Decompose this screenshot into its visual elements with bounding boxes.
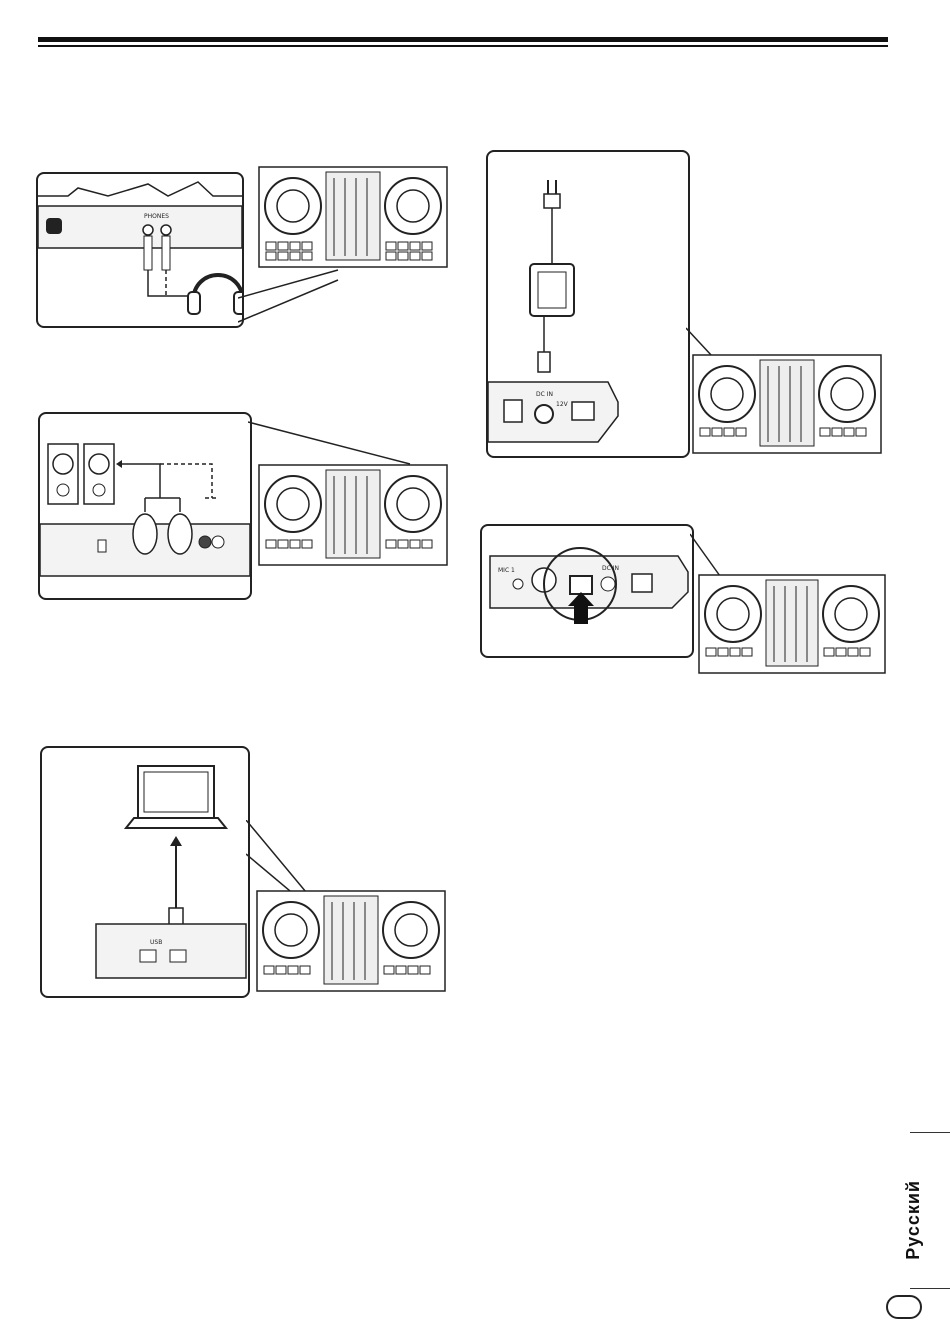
computer-callout: USB [40,746,250,998]
power-adapter-callout: DC IN 12V [486,150,690,458]
dc-in-label: DC IN [536,391,553,398]
headphones-diagram: PHONES [38,174,242,326]
header-rule-thin [38,45,888,47]
phones-jack-label: PHONES [144,213,169,220]
speakers-diagram [40,414,250,598]
power-switch-leader-line [690,530,730,580]
mic-label: MIC 1 [498,567,515,574]
speakers-leader-line [248,412,428,472]
dj-controller-2 [258,464,448,566]
dc-in-switch-label: DC IN [602,565,619,572]
speakers-callout [38,412,252,600]
dj-controller-5 [698,574,886,674]
computer-diagram: USB [42,748,248,996]
voltage-label: 12V [556,401,569,408]
dj-controller-3 [256,890,446,992]
page-number-badge [886,1295,922,1319]
dj-controller-4 [692,354,882,454]
dj-controller-1 [258,166,448,268]
header-rule-thick [38,37,888,42]
headphones-callout: PHONES [36,172,244,328]
language-tab-top-rule [910,1132,950,1133]
language-label: Русский [903,1180,924,1260]
power-switch-callout: MIC 1 DC IN [480,524,694,658]
power-adapter-leader-line [686,300,726,360]
usb-port-label: USB [150,939,162,946]
computer-leader-line [246,820,326,900]
power-switch-diagram: MIC 1 DC IN [482,526,692,656]
power-adapter-diagram: DC IN 12V [488,152,688,456]
language-tab-bottom-rule [910,1288,950,1289]
